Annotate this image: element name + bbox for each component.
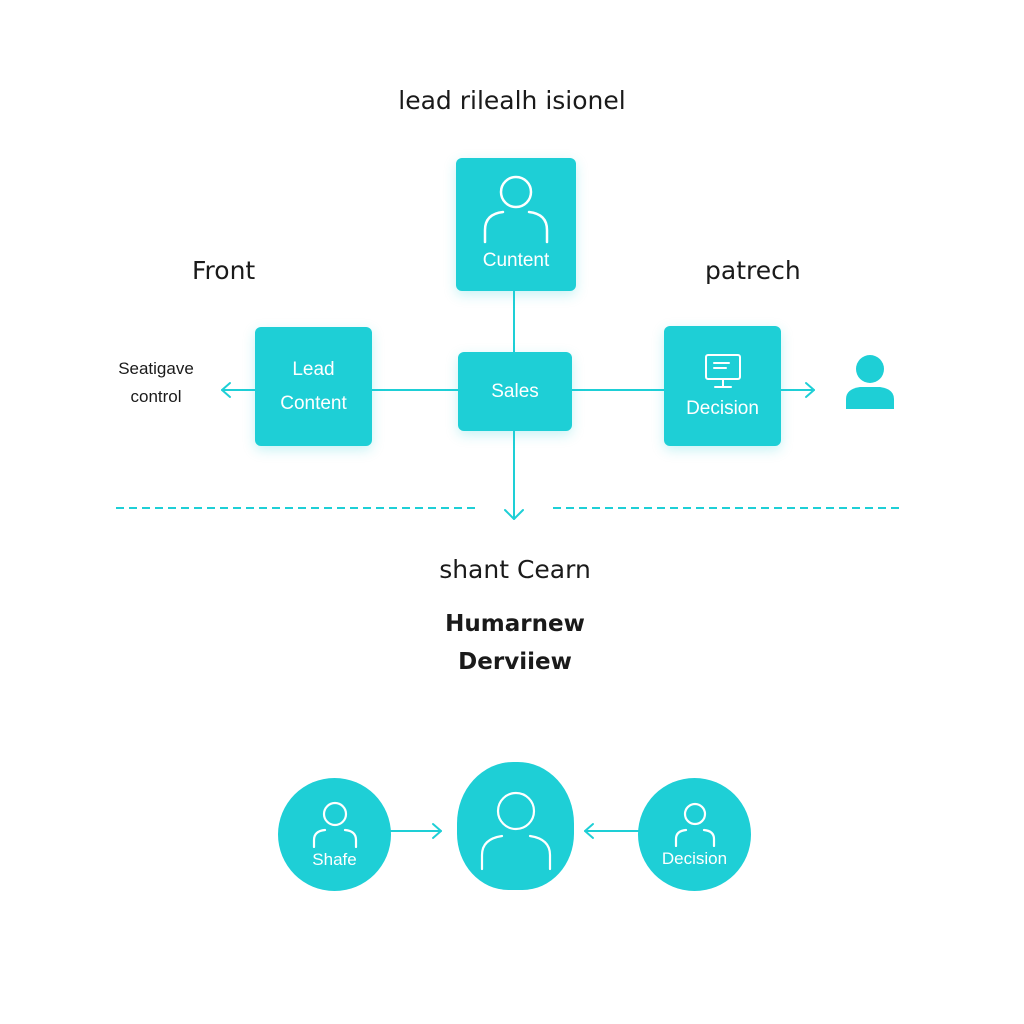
person-icon bbox=[846, 355, 894, 409]
left-box[interactable]: Lead Content bbox=[255, 327, 372, 446]
left-note-line2: control bbox=[130, 387, 182, 406]
circle-center[interactable] bbox=[457, 762, 574, 890]
diagram-title: lead rilealh isionel bbox=[398, 86, 626, 115]
heading-line1: Humarnew bbox=[445, 611, 585, 637]
top-box-label: Cuntent bbox=[482, 249, 550, 271]
person-icon bbox=[674, 802, 715, 847]
center-box-label: Sales bbox=[491, 380, 539, 402]
person-icon bbox=[312, 801, 357, 848]
right-box[interactable]: Decision bbox=[664, 326, 781, 446]
circle-right[interactable]: Decision bbox=[638, 778, 751, 891]
left-label: Front bbox=[192, 256, 256, 285]
circle-right-label: Decision bbox=[661, 848, 728, 868]
left-box-line1: Lead bbox=[292, 358, 335, 380]
circle-left[interactable]: Shafe bbox=[278, 778, 391, 891]
heading-line2: Derviiew bbox=[458, 649, 572, 675]
top-box[interactable]: Cuntent bbox=[456, 158, 576, 291]
center-box[interactable]: Sales bbox=[458, 352, 572, 431]
right-label: patrech bbox=[705, 256, 801, 285]
right-box-label: Decision bbox=[686, 398, 759, 419]
subtitle: shant Cearn bbox=[439, 555, 591, 584]
monitor-icon bbox=[704, 354, 741, 388]
person-icon bbox=[483, 175, 549, 243]
left-box-line2: Content bbox=[280, 392, 347, 414]
circle-left-label: Shafe bbox=[312, 849, 357, 869]
person-icon bbox=[480, 791, 551, 871]
left-note: Seatigave control bbox=[108, 355, 204, 411]
left-note-line1: Seatigave bbox=[118, 359, 194, 378]
